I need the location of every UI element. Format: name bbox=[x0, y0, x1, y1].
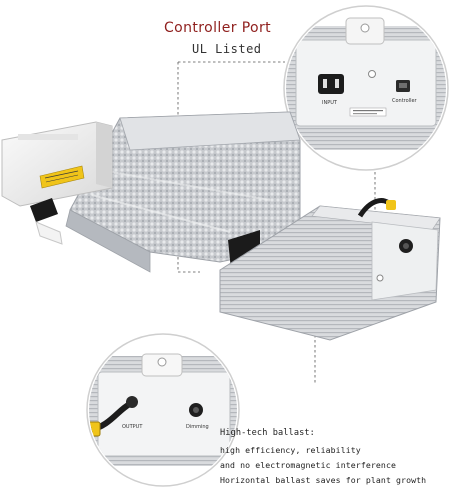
ballast bbox=[219, 198, 441, 341]
rj-port-icon bbox=[396, 80, 410, 92]
power-cable-icon bbox=[357, 198, 396, 218]
feature-line-2: high efficiency, reliability bbox=[220, 445, 361, 455]
feature-line-1: High-tech ballast: bbox=[220, 428, 315, 438]
controller-port-label: Controller bbox=[392, 98, 418, 104]
dimming-label: Dimming bbox=[186, 424, 209, 430]
output-port-label: OUTPUT bbox=[122, 424, 143, 430]
controller-port-heading: Controller Port bbox=[164, 20, 272, 36]
output-dimming-callout: OUTPUT Dimming bbox=[86, 333, 240, 487]
reflector-hood bbox=[65, 111, 301, 273]
controller-port-callout: INPUT Controller bbox=[283, 5, 449, 171]
power-inlet-icon bbox=[318, 74, 344, 94]
ul-listed-subheading: UL Listed bbox=[192, 42, 262, 56]
socket-housing bbox=[1, 121, 113, 245]
feature-line-3: and no electromagnetic interference bbox=[220, 460, 397, 470]
warning-label bbox=[39, 165, 85, 189]
dimming-knob-icon bbox=[189, 403, 203, 417]
dimmer-knob-icon bbox=[399, 239, 413, 253]
input-port-label: INPUT bbox=[322, 100, 338, 106]
feature-line-4: Horizontal ballast saves for plant growt… bbox=[220, 475, 427, 485]
